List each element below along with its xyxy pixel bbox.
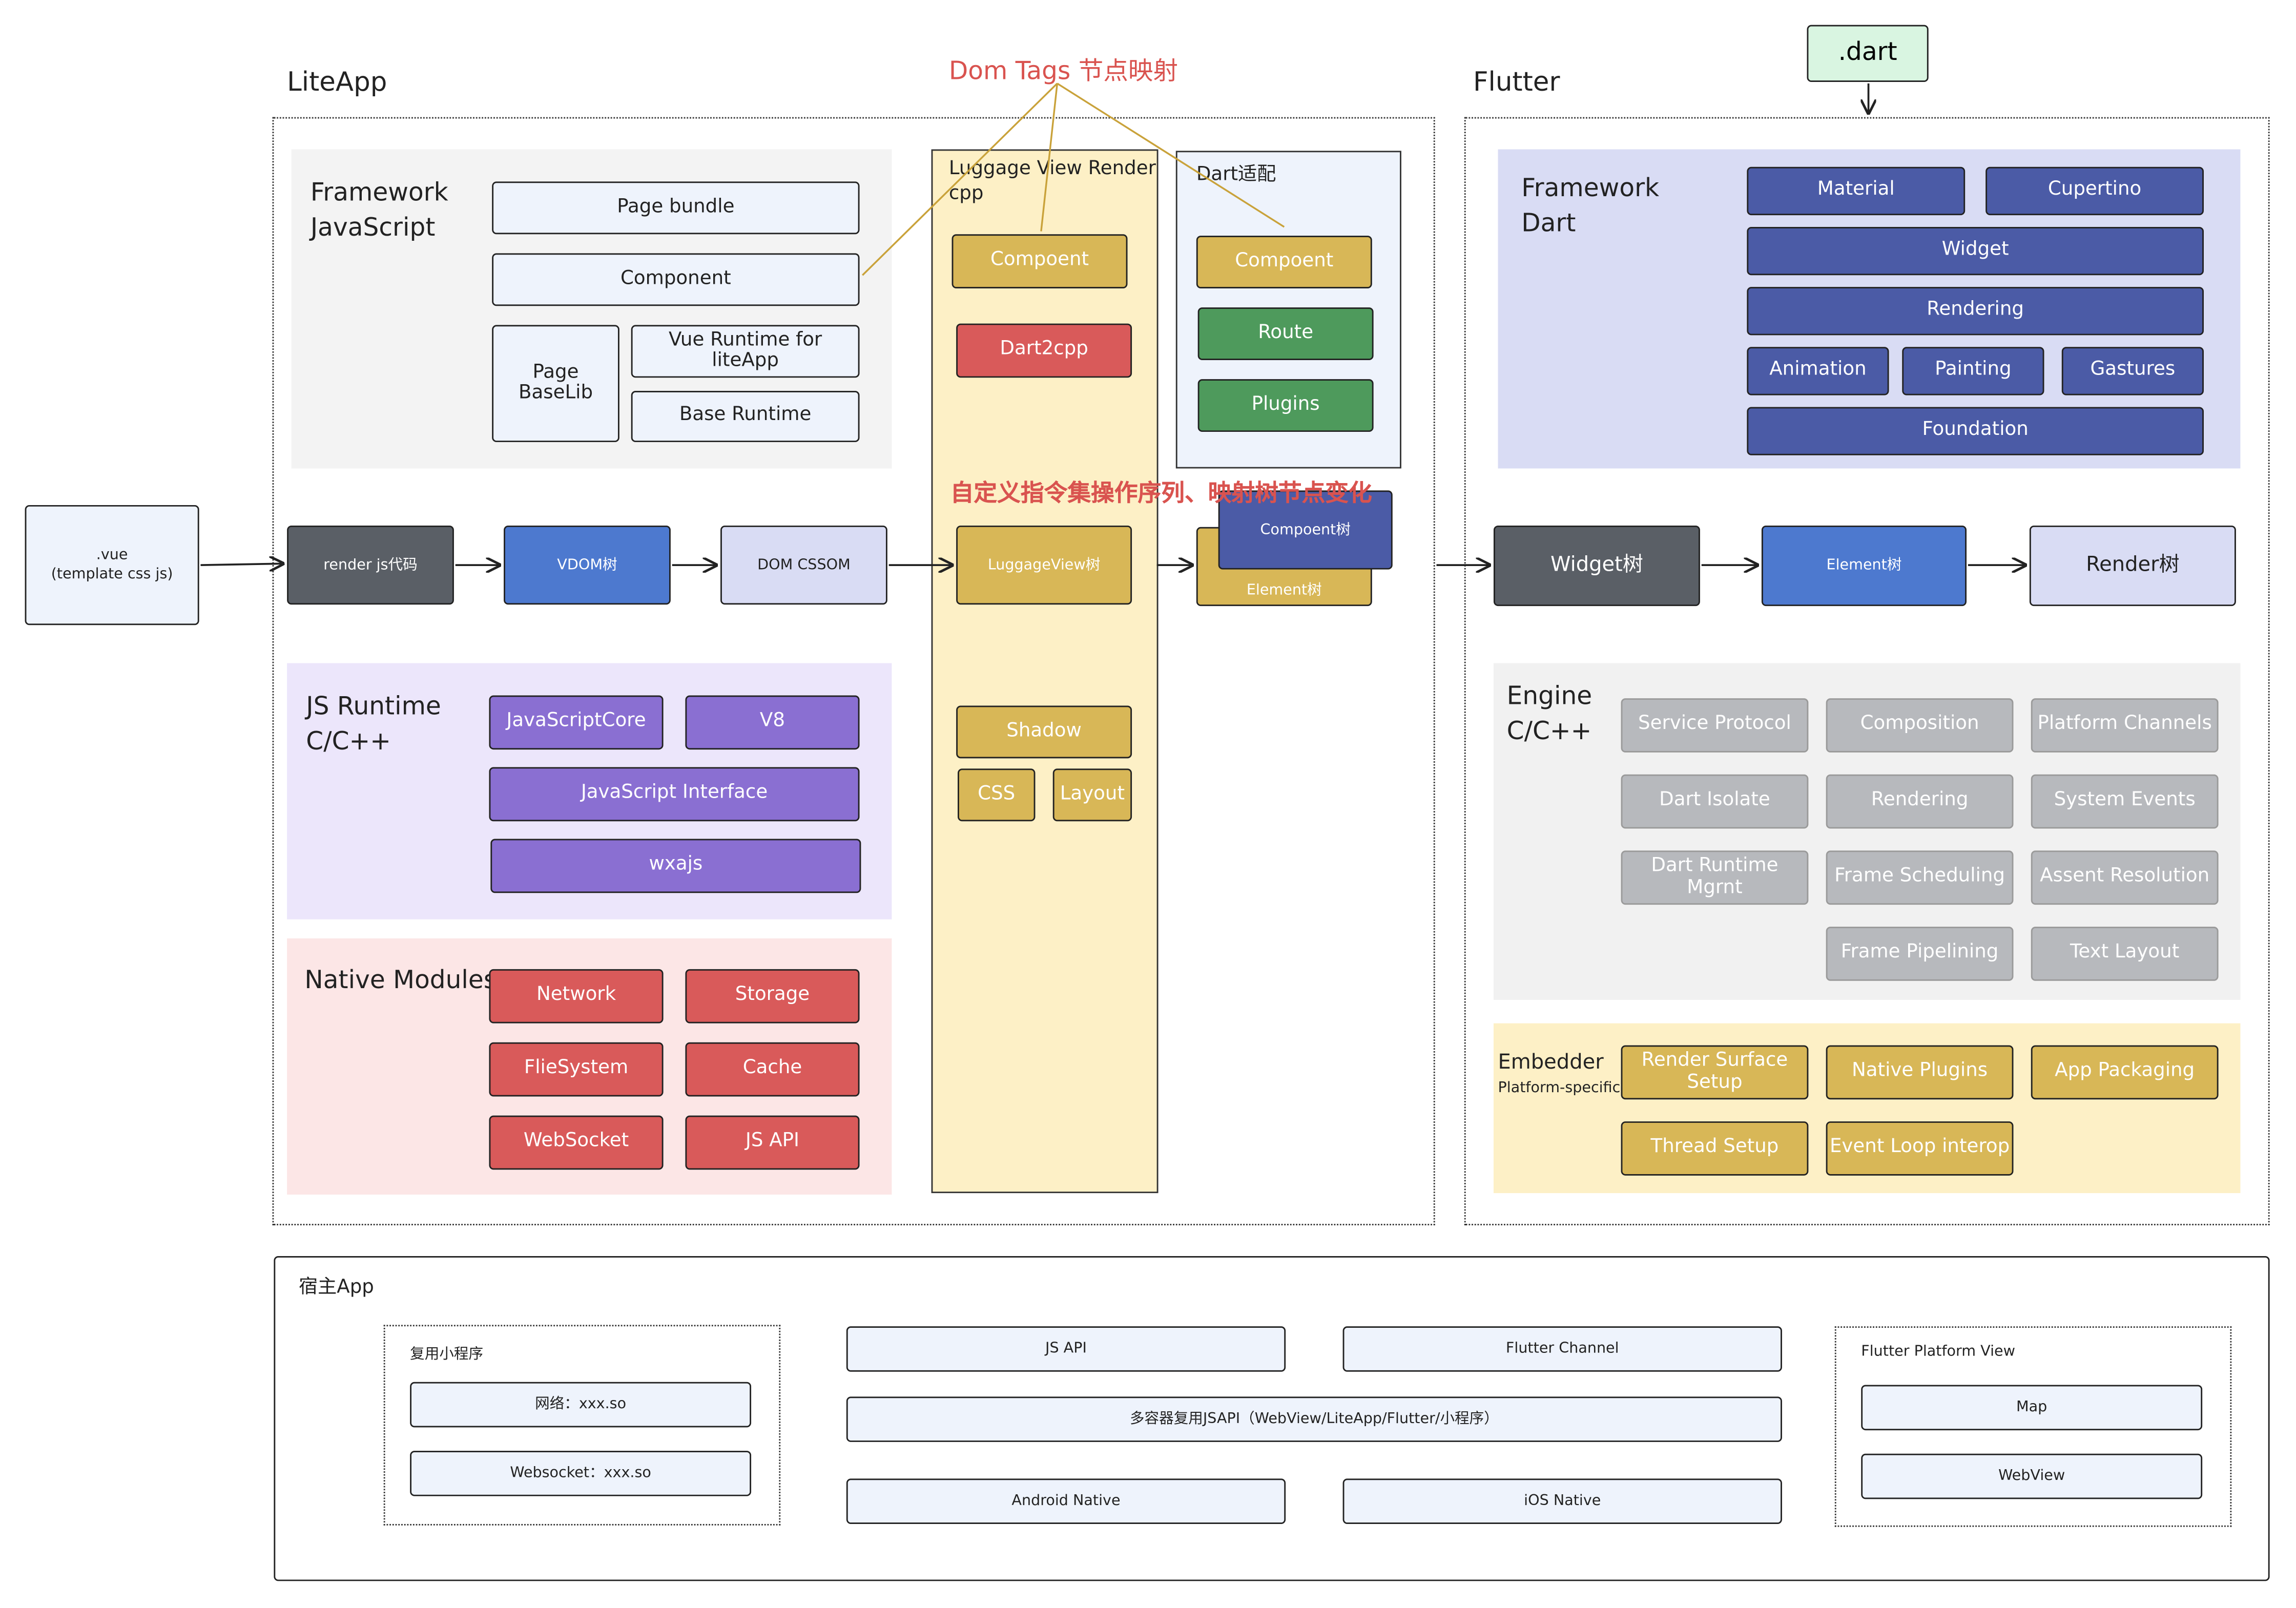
animation-box: Animation bbox=[1747, 347, 1889, 395]
foundation-box: Foundation bbox=[1747, 407, 2204, 455]
css-box: CSS bbox=[958, 768, 1036, 822]
map-box: Map bbox=[1861, 1385, 2203, 1431]
luggage-panel bbox=[931, 149, 1159, 1194]
render-js-box: render js代码 bbox=[287, 525, 454, 605]
android-native-box: Android Native bbox=[846, 1478, 1286, 1524]
framework-dart-label: Framework Dart bbox=[1521, 174, 1660, 239]
dart-file-box: .dart bbox=[1807, 25, 1929, 82]
flutter-platform-view-title: Flutter Platform View bbox=[1861, 1344, 2016, 1360]
storage-box: Storage bbox=[685, 969, 860, 1024]
engine-item: Assent Resolution bbox=[2031, 850, 2219, 905]
painting-box: Painting bbox=[1902, 347, 2044, 395]
engine-item: System Events bbox=[2031, 774, 2219, 829]
gastures-box: Gastures bbox=[2061, 347, 2204, 395]
wxajs-box: wxajs bbox=[490, 839, 861, 893]
flutter-channel-box: Flutter Channel bbox=[1342, 1326, 1782, 1372]
embedder-item: Event Loop interop bbox=[1826, 1121, 2014, 1176]
engine-item: Platform Channels bbox=[2031, 698, 2219, 753]
cache-box: Cache bbox=[685, 1042, 860, 1097]
page-baselib-box: Page BaseLib bbox=[492, 325, 619, 443]
liteapp-title: LiteApp bbox=[287, 67, 387, 98]
websocket-box: WebSocket bbox=[489, 1115, 664, 1170]
widget-tree-box: Widget树 bbox=[1493, 525, 1700, 607]
host-jsapi-box: JS API bbox=[846, 1326, 1286, 1372]
compoent-tree-box: Compoent树 bbox=[1218, 490, 1393, 570]
vue-runtime-box: Vue Runtime for liteApp bbox=[631, 325, 860, 378]
filesystem-box: FlieSystem bbox=[489, 1042, 664, 1097]
host-app-container bbox=[274, 1256, 2270, 1581]
element-tree-box: Element树 bbox=[1761, 525, 1967, 607]
js-runtime-label: JS Runtime C/C++ bbox=[306, 692, 441, 757]
ios-native-box: iOS Native bbox=[1342, 1478, 1782, 1524]
embedder-item: Render Surface Setup bbox=[1621, 1045, 1809, 1100]
flutter-platform-view-panel bbox=[1834, 1326, 2232, 1527]
v8-box: V8 bbox=[685, 695, 860, 750]
material-box: Material bbox=[1747, 166, 1966, 216]
javascriptcore-box: JavaScriptCore bbox=[489, 695, 664, 750]
vdom-tree-box: VDOM树 bbox=[504, 525, 671, 605]
engine-item: Dart Isolate bbox=[1621, 774, 1809, 829]
reuse-websocket-box: Websocket：xxx.so bbox=[410, 1451, 752, 1496]
luggage-compoent-box: Compoent bbox=[952, 234, 1128, 288]
embedder-label: Embedder bbox=[1498, 1051, 1604, 1075]
render-tree-box: Render树 bbox=[2029, 525, 2236, 607]
route-box: Route bbox=[1197, 307, 1374, 361]
engine-item: Service Protocol bbox=[1621, 698, 1809, 753]
flutter-container bbox=[1464, 117, 2270, 1225]
custom-instructions-annotation: 自定义指令集操作序列、映射树节点变化 bbox=[950, 478, 1372, 507]
cupertino-box: Cupertino bbox=[1985, 166, 2204, 216]
base-runtime-box: Base Runtime bbox=[631, 391, 860, 443]
dart-adapt-title: Dart适配 bbox=[1196, 164, 1276, 186]
dart-compoent-box: Compoent bbox=[1196, 236, 1372, 288]
engine-item: Frame Scheduling bbox=[1826, 850, 2014, 905]
embedder-item: App Packaging bbox=[2031, 1045, 2219, 1100]
luggage-title: Luggage View Render cpp bbox=[948, 158, 1156, 205]
native-jsapi-box: JS API bbox=[685, 1115, 860, 1170]
multi-container-jsapi-box: 多容器复用JSAPI（WebView/LiteApp/Flutter/小程序） bbox=[846, 1396, 1782, 1442]
reuse-network-box: 网络：xxx.so bbox=[410, 1382, 752, 1428]
dom-tags-annotation: Dom Tags 节点映射 bbox=[948, 57, 1178, 87]
arrow-vue-to-renderjs bbox=[200, 563, 283, 565]
embedder-item: Thread Setup bbox=[1621, 1121, 1809, 1176]
javascript-interface-box: JavaScript Interface bbox=[489, 767, 860, 822]
host-app-title: 宿主App bbox=[298, 1277, 374, 1299]
dom-cssom-box: DOM CSSOM bbox=[720, 525, 887, 605]
native-modules-label: Native Modules bbox=[304, 966, 497, 996]
embedder-item: Native Plugins bbox=[1826, 1045, 2014, 1100]
engine-item: Text Layout bbox=[2031, 926, 2219, 981]
flutter-title: Flutter bbox=[1473, 67, 1560, 98]
shadow-box: Shadow bbox=[956, 705, 1132, 759]
liteapp-container bbox=[272, 117, 1435, 1225]
embedder-sublabel: Platform-specific bbox=[1498, 1080, 1621, 1097]
engine-item: Composition bbox=[1826, 698, 2014, 753]
reuse-miniprogram-panel bbox=[383, 1325, 781, 1526]
component-box: Component bbox=[492, 253, 860, 306]
plugins-box: Plugins bbox=[1197, 379, 1374, 432]
engine-item: Dart Runtime Mgrnt bbox=[1621, 850, 1809, 905]
engine-label: Engine C/C++ bbox=[1506, 682, 1592, 746]
widget-box: Widget bbox=[1747, 226, 2204, 276]
layout-box: Layout bbox=[1052, 768, 1132, 822]
framework-js-label: Framework JavaScript bbox=[310, 178, 448, 243]
luggageview-tree-box: LuggageView树 bbox=[956, 525, 1132, 605]
engine-item: Rendering bbox=[1826, 774, 2014, 829]
reuse-miniprogram-title: 复用小程序 bbox=[410, 1347, 484, 1363]
network-box: Network bbox=[489, 969, 664, 1024]
vue-file-box: .vue (template css js) bbox=[25, 505, 199, 625]
engine-item: Frame Pipelining bbox=[1826, 926, 2014, 981]
page-bundle-box: Page bundle bbox=[492, 181, 860, 235]
framework-rendering-box: Rendering bbox=[1747, 287, 2204, 336]
dart2cpp-box: Dart2cpp bbox=[956, 323, 1132, 378]
webview-box: WebView bbox=[1861, 1453, 2203, 1499]
